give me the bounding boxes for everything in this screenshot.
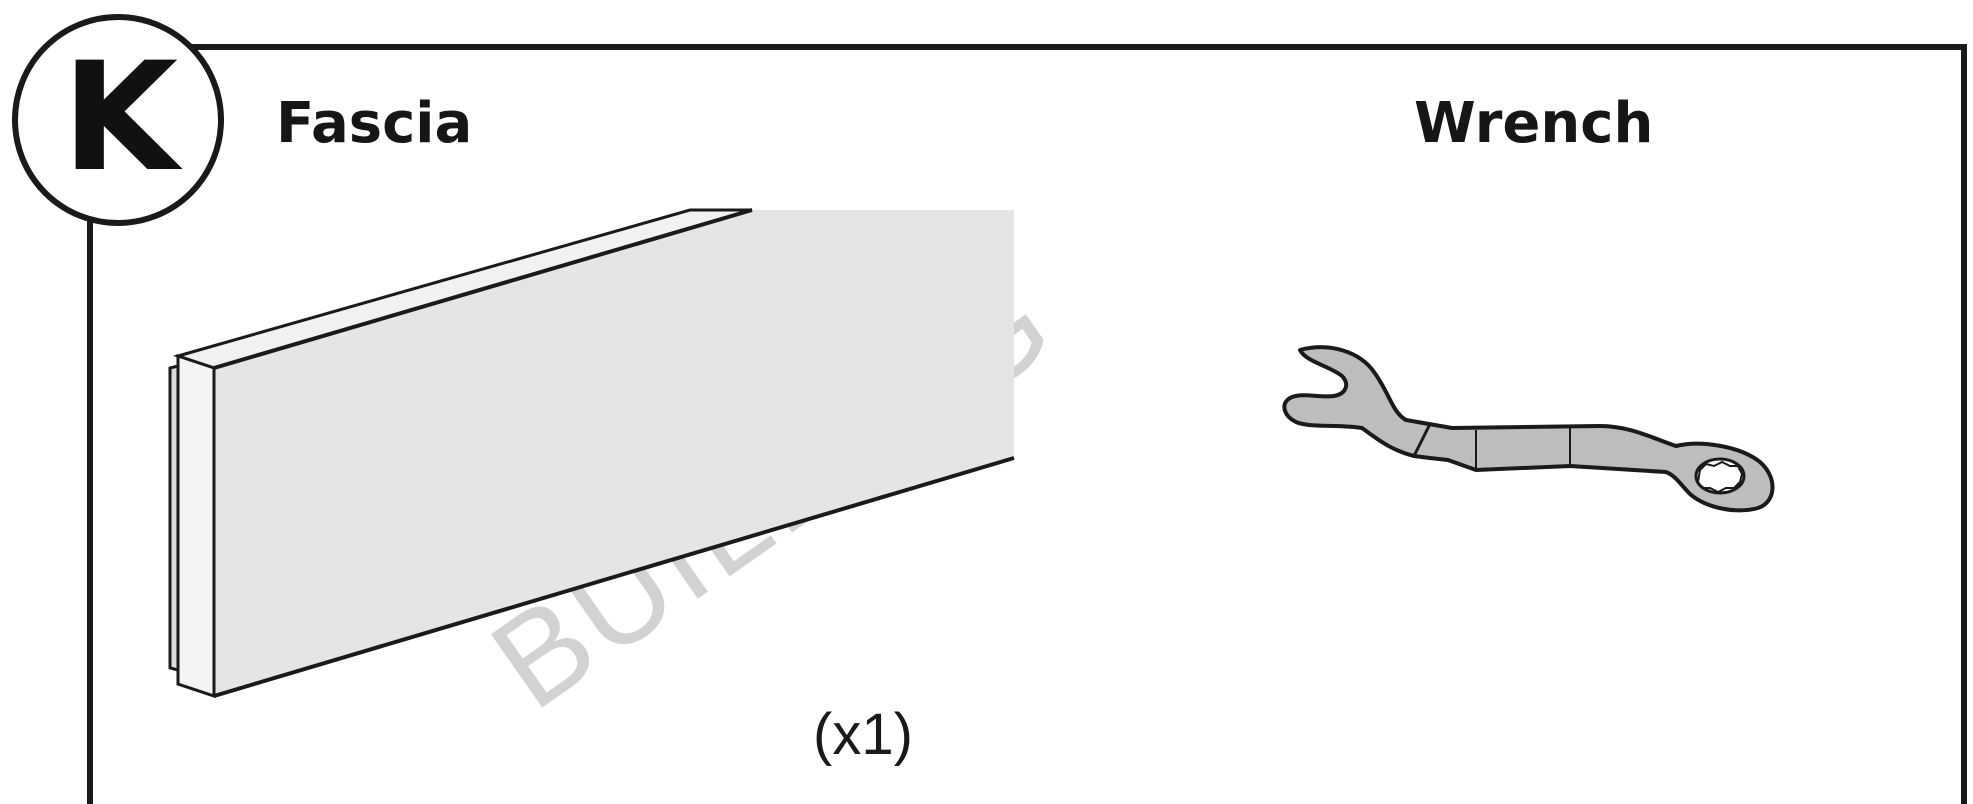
wrench-label: Wrench [1414,91,1654,156]
step-letter: K [61,31,178,205]
fascia-board-illustration [168,208,1015,699]
fascia-quantity: (x1) [813,702,913,767]
fascia-label: Fascia [276,91,473,156]
step-badge: K [12,14,224,226]
parts-panel-frame [87,44,1967,804]
wrench-icon [1282,345,1775,513]
